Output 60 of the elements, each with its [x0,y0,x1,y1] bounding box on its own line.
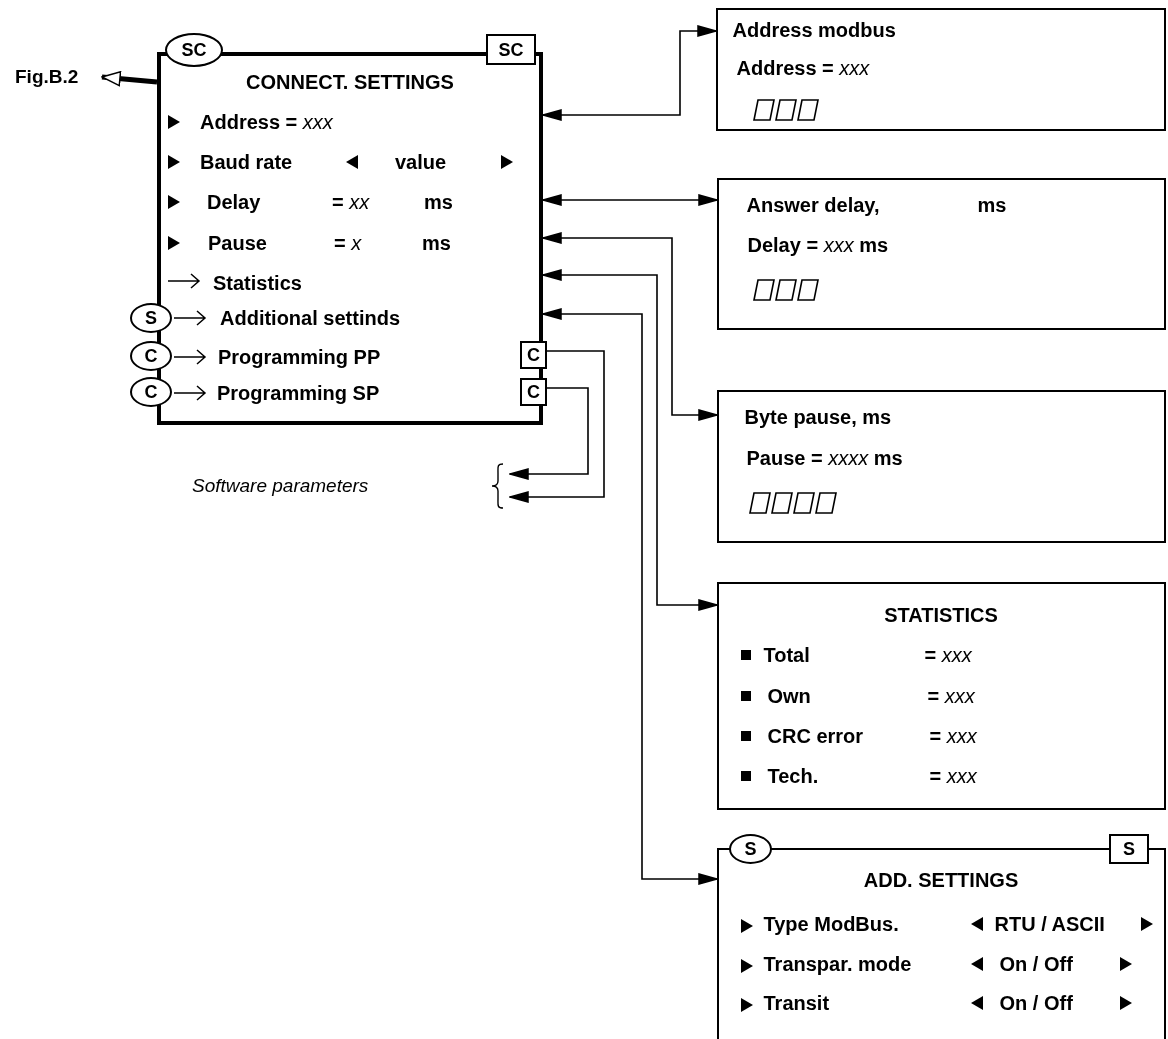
screen-title: ms [977,192,1007,217]
parameter-text: value [395,150,447,174]
parameter-text: Transit [763,990,830,1015]
parameter-text: Type ModBus. [763,911,899,936]
arrow [542,308,718,885]
parameter-text: = xx [332,190,370,214]
arrow [542,194,718,206]
screen-title: Address modbus [732,17,896,42]
note-text: Software parameters [192,474,369,498]
square-badge: C [520,378,547,406]
screen-title: STATISTICS [883,602,999,627]
parameter-text: RTU / ASCII [994,911,1105,936]
screen-title: ADD. SETTINGS [862,867,1020,892]
parameter-text: Delay = xxx ms [747,232,889,257]
parameter-text: Delay [207,190,261,214]
parameter-text: Pause [208,231,267,255]
oval-badge: C [130,341,172,371]
arrow [542,25,717,121]
parameter-text: = xxx [924,642,972,667]
square-badge: S [1109,834,1149,864]
screen-title: Answer delay, [746,192,880,217]
parameter-text: Pause = xxxx ms [746,445,903,470]
arrow [509,350,605,503]
display-screen [716,8,1166,131]
parameter-text: On / Off [999,951,1073,976]
screen-title: Byte pause, ms [744,404,892,429]
parameter-text: ms [424,190,453,214]
parameter-text: Total [763,642,810,667]
arrow [542,232,718,421]
parameter-text: Address = xxx [200,110,333,134]
parameter-text: = x [334,231,362,255]
figure-reference: Fig.B.2 [15,65,79,89]
parameter-text: On / Off [999,990,1073,1015]
display-screen [717,178,1166,330]
oval-badge: S [130,303,172,333]
oval-badge: SC [165,33,223,67]
parameter-text: ms [422,231,451,255]
parameter-text: Baud rate [200,150,293,174]
parameter-text: = xxx [927,683,975,708]
arrow [509,387,589,480]
parameter-text: Additional settinds [220,306,400,330]
parameter-text: Own [767,683,811,708]
display-screen [717,390,1166,543]
parameter-text: = xxx [929,723,977,748]
screen-title: CONNECT. SETTINGS [245,70,455,94]
square-badge: C [520,341,547,369]
parameter-text: Transpar. mode [763,951,912,976]
parameter-text: = xxx [929,763,977,788]
square-badge: SC [486,34,536,65]
parameter-text: Programming PP [218,345,381,369]
hollow-arrow [101,70,158,87]
parameter-text: Programming SP [217,381,380,405]
display-screen [717,582,1166,810]
parameter-text: CRC error [767,723,864,748]
parameter-text: Address = xxx [736,55,870,80]
parameter-text: Statistics [213,271,302,295]
parameter-text: Tech. [767,763,819,788]
oval-badge: C [130,377,172,407]
arrow [542,269,718,611]
oval-badge: S [729,834,772,864]
